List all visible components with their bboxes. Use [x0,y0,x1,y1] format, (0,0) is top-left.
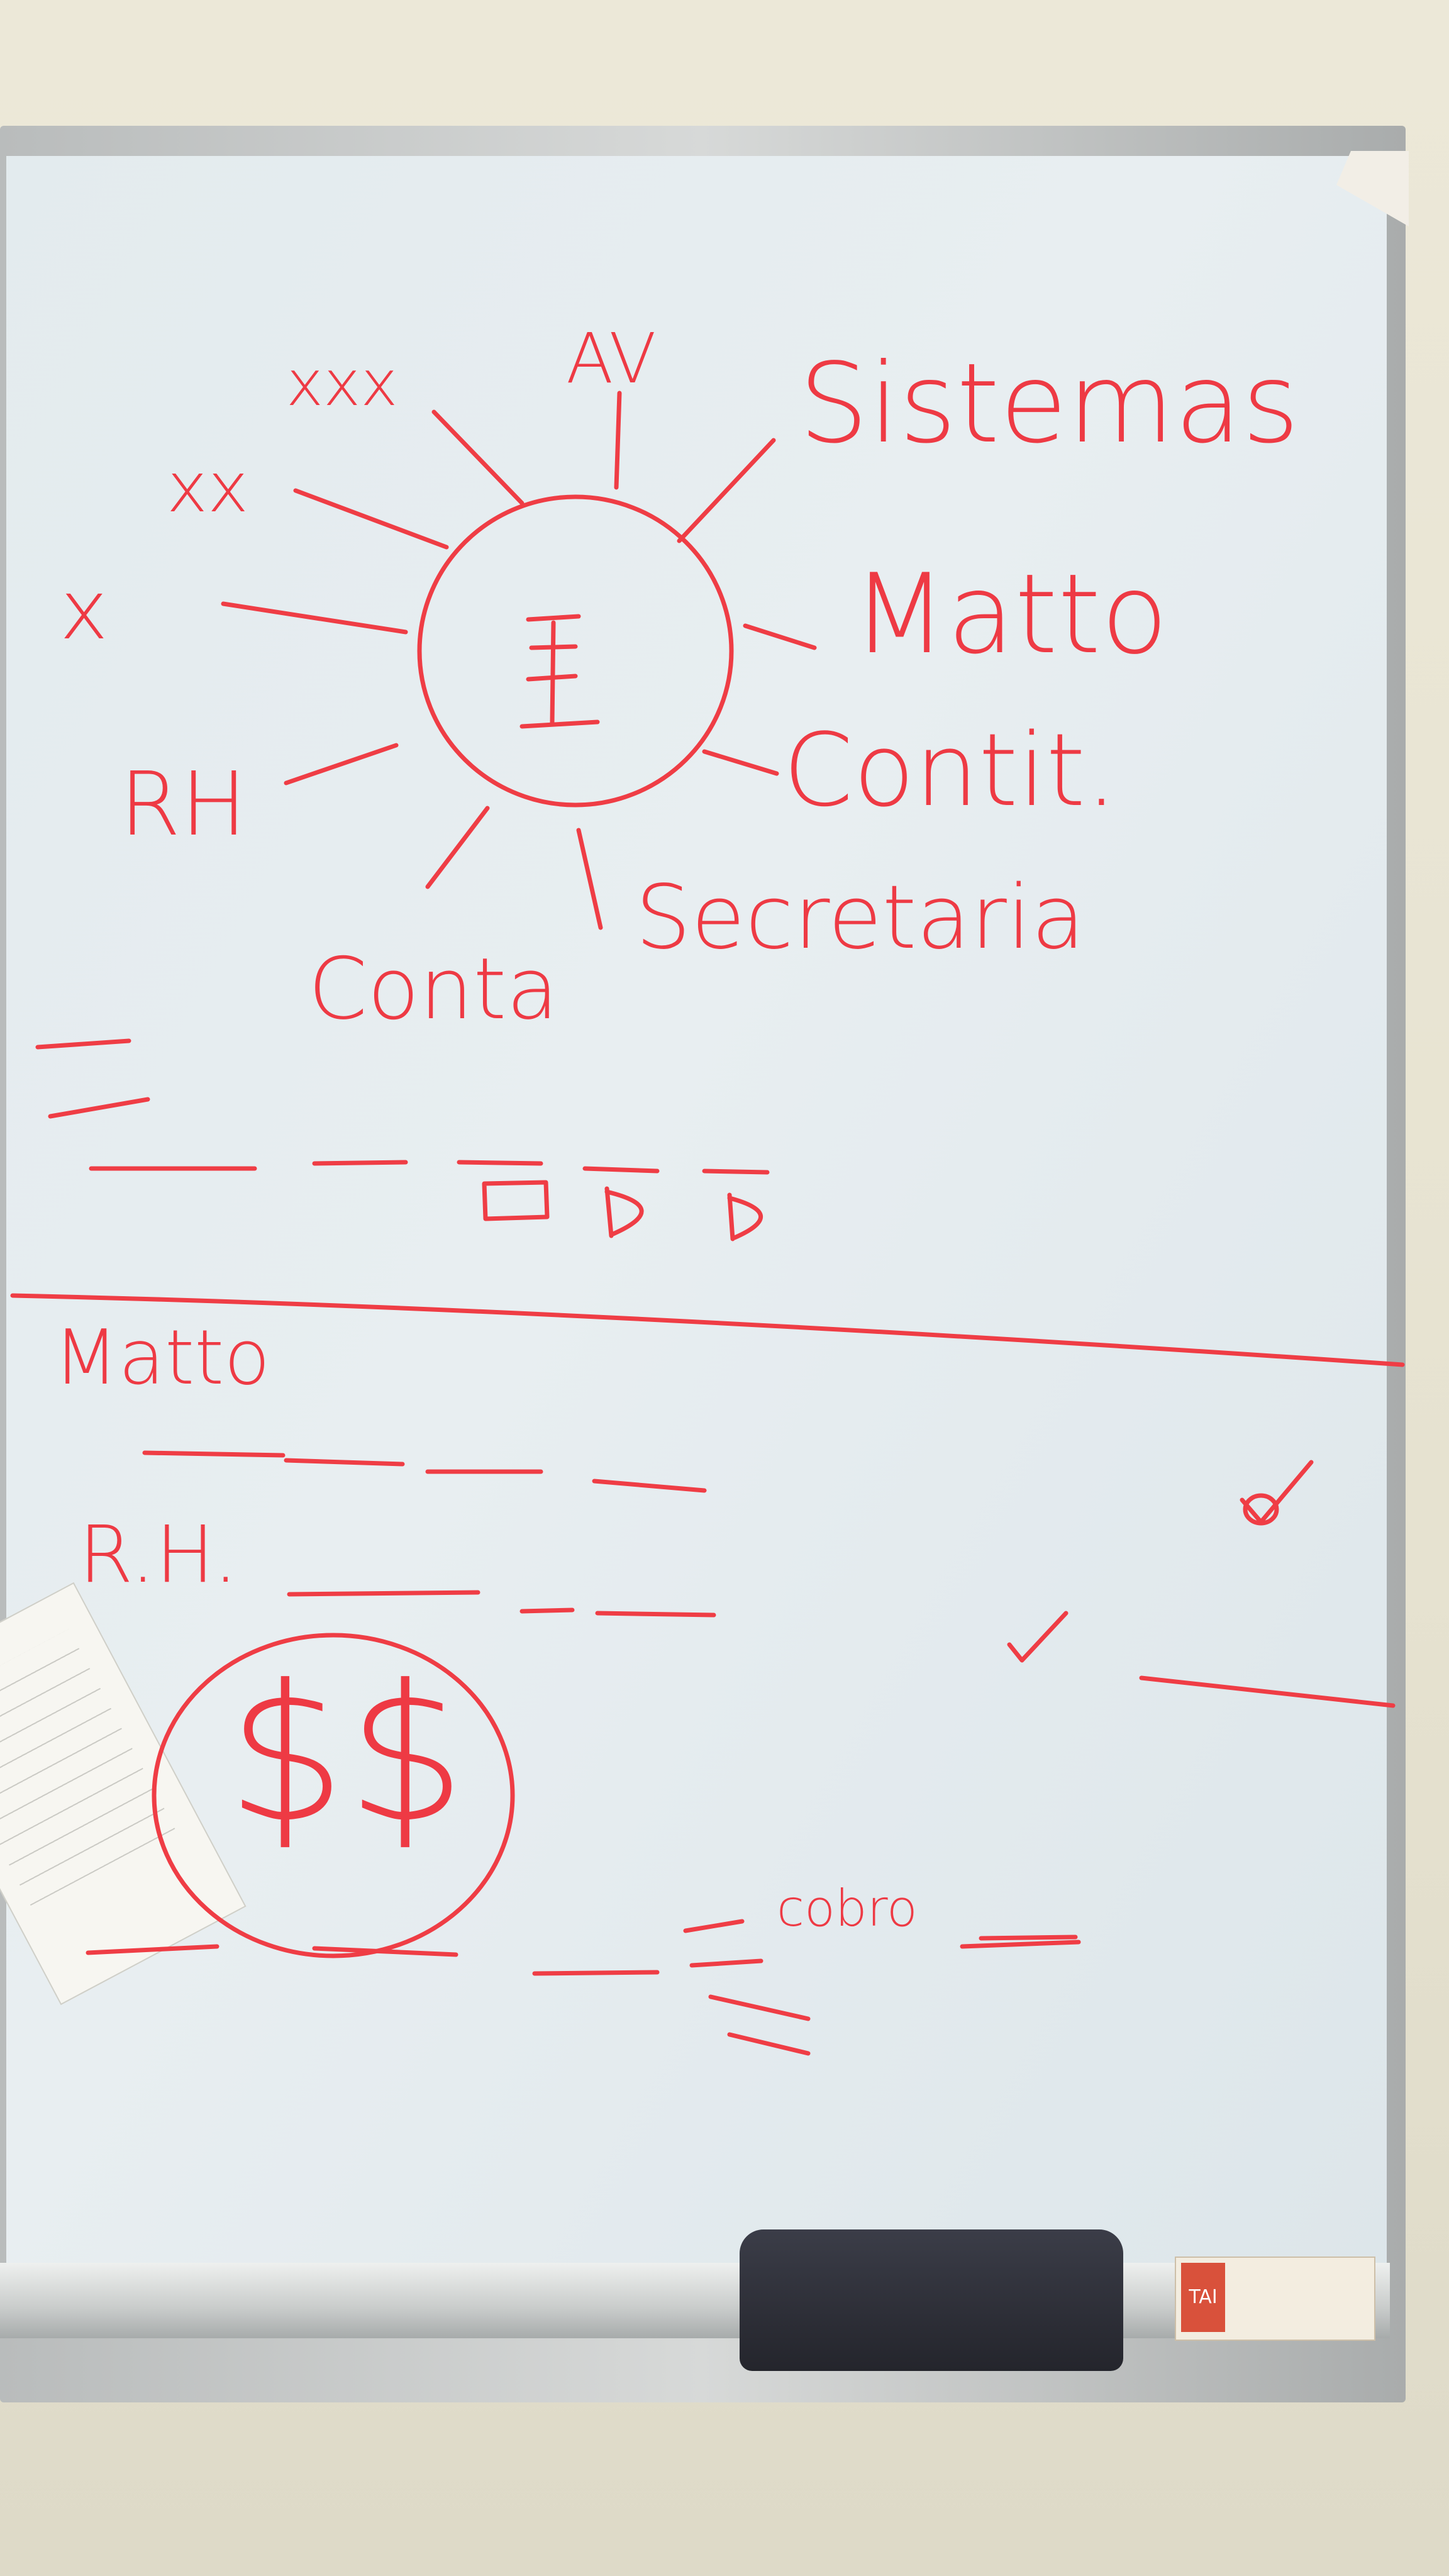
label-secretaria: Secretaria [635,867,1085,969]
brand-logo: TAI [1181,2263,1225,2332]
label-cobro: cobro [777,1879,918,1938]
label-xxx: xxx [286,347,398,420]
label-rh: RH [119,753,247,856]
label-matto: Matto [852,551,1169,679]
label-money: $$ [226,1645,467,1864]
label-x: x [60,562,108,658]
label-sistemas: Sistemas [799,340,1300,468]
label-xx: xx [167,447,249,528]
label-matto-lower: Matto [53,1314,270,1402]
label-contit: Contit. [783,711,1118,829]
label-rh-lower: R.H. [79,1509,238,1601]
brand-sticker: TAI [1175,2257,1375,2341]
eraser [740,2229,1123,2371]
marker-tray [0,2263,1390,2338]
label-conta: Conta [308,940,559,1038]
label-av: AV [566,318,657,399]
